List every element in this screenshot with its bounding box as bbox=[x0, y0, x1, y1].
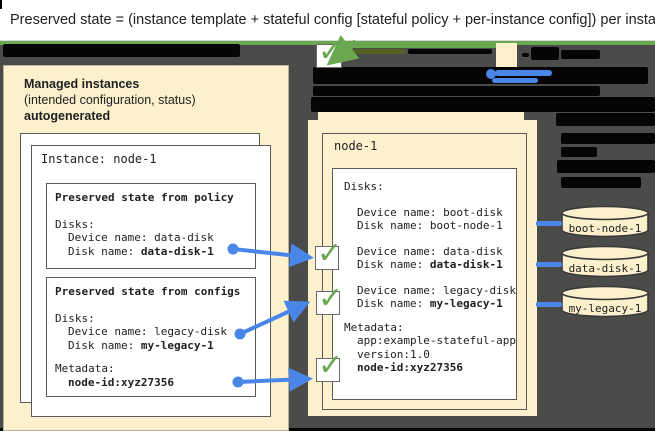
managed-instances-header: Managed instances (intended configuratio… bbox=[24, 76, 196, 124]
header-line-2: (intended configuration, status) bbox=[24, 93, 196, 107]
disk-name-label: Disk name: bbox=[68, 338, 141, 352]
blue-connector-legend-bar bbox=[495, 70, 552, 76]
disk-name-line: Disk name: data-disk-1 bbox=[55, 245, 255, 259]
disk-label-boot: boot-node-1 bbox=[569, 222, 642, 235]
metadata-node-id: node-id:xyz27356 bbox=[357, 361, 463, 374]
disk-name-label: Disk name: bbox=[357, 258, 430, 271]
disks-label: Disks: bbox=[55, 217, 95, 231]
redacted-bar bbox=[556, 113, 655, 126]
checkbox-legacy-disk: ✓ bbox=[316, 281, 343, 316]
disk-name-value: data-disk-1 bbox=[140, 244, 214, 258]
header-line-1: Managed instances bbox=[24, 77, 140, 91]
device-name-line: Device name: legacy-disk bbox=[357, 283, 516, 297]
device-name-line: Device name: legacy-disk bbox=[68, 325, 227, 338]
redacted-bar bbox=[313, 86, 600, 96]
spacer bbox=[344, 272, 516, 284]
checkmark-icon: ✓ bbox=[318, 281, 344, 316]
checkbox-data-disk: ✓ bbox=[315, 236, 342, 271]
diagram-title: Preserved state = (instance template + s… bbox=[10, 12, 655, 28]
vm-node-title: node-1 bbox=[334, 139, 378, 153]
instance-title: Instance: node-1 bbox=[41, 152, 157, 166]
disk-name-line: Disk name: boot-node-1 bbox=[344, 219, 516, 233]
blue-connector-legend-bar bbox=[492, 78, 538, 83]
redacted-bar bbox=[561, 147, 597, 157]
disk-name-line: Disk name: my-legacy-1 bbox=[55, 339, 255, 353]
disk-cylinder-legacy: my-legacy-1 bbox=[561, 285, 649, 318]
redacted-bar bbox=[311, 97, 655, 112]
vm-node-box bbox=[322, 133, 527, 410]
redacted-bar bbox=[531, 47, 559, 60]
redacted-bar bbox=[0, 428, 655, 431]
vm-disks-box: Disks: Device name: boot-disk Disk name:… bbox=[332, 168, 517, 400]
metadata-label: Metadata: bbox=[55, 362, 115, 375]
green-arrow-shaft bbox=[338, 43, 497, 48]
cream-swatch bbox=[496, 43, 517, 67]
redacted-bar bbox=[3, 44, 240, 57]
disk-label-data: data-disk-1 bbox=[569, 262, 642, 275]
policy-box-title: Preserved state from policy bbox=[55, 191, 234, 204]
policy-state-box: Preserved state from policy Disks: Devic… bbox=[46, 183, 256, 269]
redacted-bar bbox=[522, 53, 529, 57]
disks-label: Disks: bbox=[55, 311, 95, 325]
checkbox-node-id: ✓ bbox=[316, 348, 343, 383]
metadata-value: node-id:xyz27356 bbox=[68, 375, 174, 389]
disk-name-label: Disk name: bbox=[357, 219, 430, 232]
device-name-line: Device name: data-disk bbox=[68, 231, 214, 244]
disk-name-value: data-disk-1 bbox=[429, 258, 503, 271]
disk-name-value: my-legacy-1 bbox=[429, 297, 503, 310]
redacted-bar bbox=[561, 133, 655, 144]
metadata-app: app:example-stateful-app bbox=[357, 334, 516, 347]
redacted-bar bbox=[557, 160, 655, 173]
spacer bbox=[55, 205, 255, 218]
disk-cylinder-boot: boot-node-1 bbox=[561, 205, 649, 238]
disk-cylinder-data: data-disk-1 bbox=[561, 245, 649, 278]
disk-name-value: my-legacy-1 bbox=[140, 338, 214, 352]
redacted-bar bbox=[561, 177, 641, 188]
connector-boot-disk bbox=[536, 221, 562, 226]
checkmark-icon: ✓ bbox=[318, 34, 344, 69]
metadata-label: Metadata: bbox=[344, 320, 404, 334]
device-name-line: Device name: data-disk bbox=[357, 244, 503, 258]
disk-name-label: Disk name: bbox=[357, 297, 430, 310]
spacer bbox=[55, 299, 255, 312]
redacted-bar bbox=[345, 49, 405, 54]
checkmark-icon: ✓ bbox=[318, 348, 344, 383]
title-bar: Preserved state = (instance template + s… bbox=[0, 0, 655, 41]
spacer bbox=[55, 352, 255, 362]
disk-name-line: Disk name: my-legacy-1 bbox=[344, 297, 516, 311]
disks-label: Disks: bbox=[344, 180, 384, 193]
disk-cylinders: boot-node-1 data-disk-1 my-legacy-1 bbox=[561, 205, 649, 318]
instance-card bbox=[31, 145, 271, 417]
legend-checkbox: ✓ bbox=[316, 34, 343, 69]
connector-data-disk bbox=[536, 262, 562, 267]
corner-tick bbox=[0, 0, 2, 9]
blue-connector-legend-dot bbox=[486, 69, 496, 79]
configs-box-title: Preserved state from configs bbox=[55, 285, 241, 298]
redacted-bar bbox=[561, 50, 600, 59]
redacted-bar bbox=[313, 67, 648, 84]
configs-state-box: Preserved state from configs Disks: Devi… bbox=[46, 277, 256, 397]
metadata-version: version:1.0 bbox=[357, 347, 430, 361]
disk-name-label: Disk name: bbox=[68, 244, 141, 258]
connector-legacy-disk bbox=[536, 302, 562, 307]
spacer bbox=[344, 233, 516, 245]
checkmark-icon: ✓ bbox=[317, 236, 343, 271]
spacer bbox=[344, 311, 516, 321]
disk-label-legacy: my-legacy-1 bbox=[569, 302, 642, 315]
disk-name-value: boot-node-1 bbox=[429, 219, 503, 232]
disk-name-line: Disk name: data-disk-1 bbox=[344, 258, 516, 272]
header-line-3: autogenerated bbox=[24, 109, 111, 123]
device-name-line: Device name: boot-disk bbox=[357, 205, 503, 219]
redacted-bar bbox=[408, 49, 492, 54]
spacer bbox=[344, 194, 516, 206]
